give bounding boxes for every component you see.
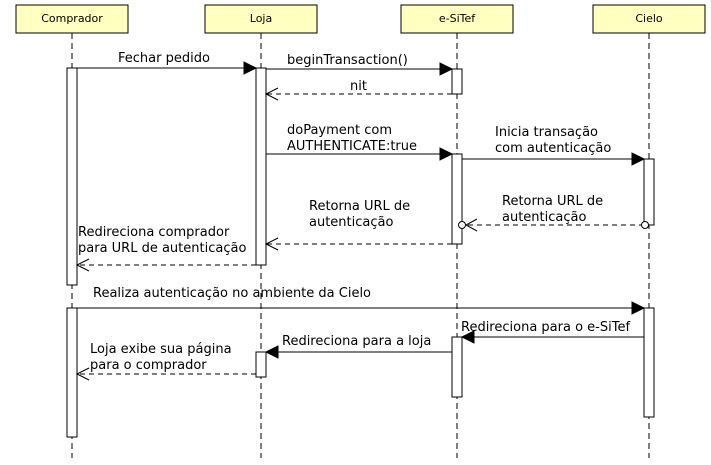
activation-bar bbox=[451, 153, 463, 245]
participant-box bbox=[592, 4, 706, 34]
message-begin-transaction: beginTransaction() bbox=[266, 53, 454, 76]
message-redireciona-esitef: Redireciona para o e-SiTef bbox=[460, 320, 644, 344]
participant-comprador: Comprador bbox=[15, 4, 129, 34]
message-nit: nit bbox=[264, 79, 452, 101]
activation-bar bbox=[643, 307, 655, 418]
message-end-circle bbox=[641, 221, 649, 229]
message-label: nit bbox=[350, 79, 367, 94]
participant-cielo: Cielo bbox=[592, 4, 706, 34]
message-retorna-url-cielo: Retorna URL de autenticação bbox=[458, 194, 649, 232]
activation-bar bbox=[66, 67, 78, 286]
message-label: Redireciona para o e-SiTef bbox=[461, 320, 630, 335]
message-redireciona-comprador: Redireciona comprador para URL de autent… bbox=[75, 225, 256, 272]
arrowhead bbox=[75, 258, 90, 272]
participant-label: Cielo bbox=[635, 12, 663, 25]
message-realiza-autenticacao: Realiza autenticação no ambiente da Ciel… bbox=[77, 286, 646, 315]
message-redireciona-loja: Redireciona para a loja bbox=[264, 334, 452, 359]
message-label: Fechar pedido bbox=[118, 51, 210, 66]
activation-bar bbox=[643, 158, 655, 226]
participant-label: Comprador bbox=[41, 12, 103, 25]
message-label: Redireciona comprador para URL de autent… bbox=[78, 225, 246, 256]
activation-bar bbox=[451, 68, 463, 95]
activation-bar bbox=[255, 67, 267, 266]
message-retorna-url-esitef: Retorna URL de autenticação bbox=[264, 199, 452, 251]
message-label: Realiza autenticação no ambiente da Ciel… bbox=[93, 286, 371, 301]
message-loja-exibe-pagina: Loja exibe sua página para o comprador bbox=[75, 342, 256, 381]
participant-label: Loja bbox=[250, 12, 272, 25]
arrowhead bbox=[264, 237, 279, 251]
message-label: Loja exibe sua página para o comprador bbox=[90, 342, 236, 373]
message-end-circle bbox=[458, 221, 466, 229]
arrowhead bbox=[631, 152, 646, 166]
message-label: Inicia transação com autenticação bbox=[495, 125, 611, 156]
message-label: beginTransaction() bbox=[287, 53, 408, 68]
activation-bar bbox=[66, 307, 78, 438]
message-inicia-transacao: Inicia transação com autenticação bbox=[462, 125, 646, 166]
message-fechar-pedido: Fechar pedido bbox=[77, 51, 258, 75]
message-label: Redireciona para a loja bbox=[282, 334, 431, 349]
message-label: Retorna URL de autenticação bbox=[309, 199, 414, 230]
arrowhead bbox=[439, 147, 454, 161]
message-label: Retorna URL de autenticação bbox=[502, 194, 607, 225]
message-do-payment: doPayment com AUTHENTICATE:true bbox=[266, 123, 454, 161]
participant-loja: Loja bbox=[204, 4, 318, 34]
arrowhead bbox=[631, 301, 646, 315]
arrowhead bbox=[75, 367, 90, 381]
participant-esitef: e-SiTef bbox=[400, 4, 514, 34]
arrowhead bbox=[264, 87, 279, 101]
arrowhead bbox=[460, 330, 475, 344]
arrowhead bbox=[243, 61, 258, 75]
participant-box bbox=[15, 4, 129, 34]
activation-bar bbox=[451, 336, 463, 398]
participant-label: e-SiTef bbox=[439, 12, 476, 25]
participant-box bbox=[204, 4, 318, 34]
activation-bar bbox=[255, 351, 267, 378]
message-label: doPayment com AUTHENTICATE:true bbox=[287, 123, 417, 154]
arrowhead bbox=[439, 62, 454, 76]
arrowhead bbox=[264, 345, 279, 359]
